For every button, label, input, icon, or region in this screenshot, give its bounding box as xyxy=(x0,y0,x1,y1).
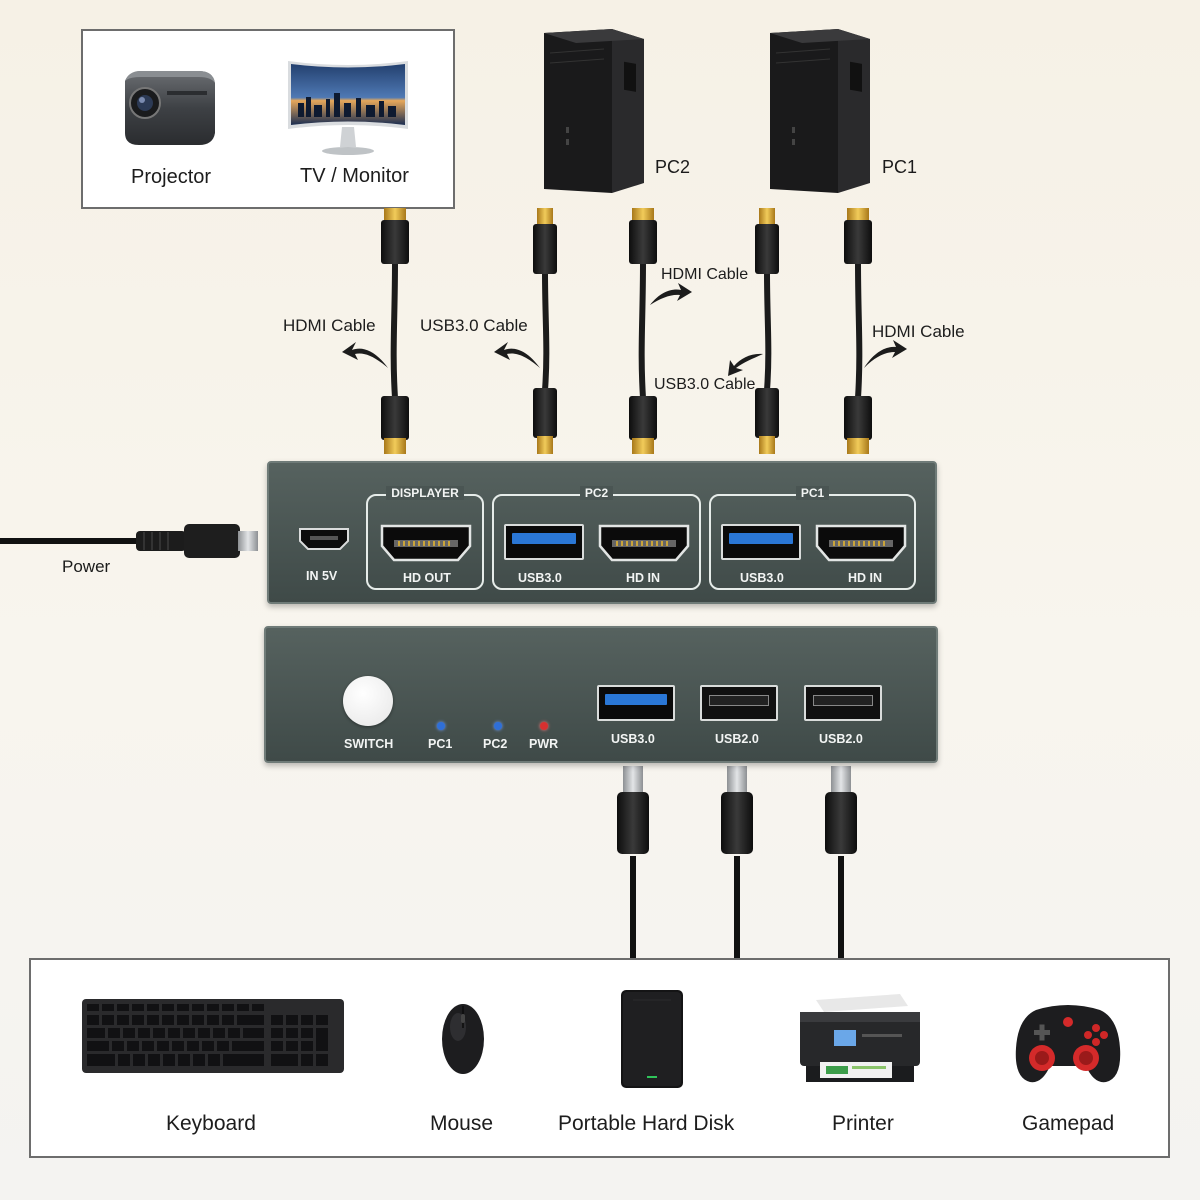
hdmi-out-port xyxy=(380,524,472,562)
usb-cable-middle-label: USB3.0 Cable xyxy=(654,376,756,393)
pc2-group-label: PC2 xyxy=(579,486,614,500)
front-port1-label: USB3.0 xyxy=(611,732,655,746)
front-usb-cables xyxy=(617,766,857,958)
mouse-icon xyxy=(442,1004,484,1074)
usb-cable-middle xyxy=(755,208,779,454)
front-port3-label: USB2.0 xyxy=(819,732,863,746)
disk-label: Portable Hard Disk xyxy=(558,1112,735,1135)
front-usb3-port xyxy=(597,685,675,721)
projector-icon xyxy=(125,71,215,145)
projector-label: Projector xyxy=(131,166,212,188)
power-cable xyxy=(0,524,258,558)
keyboard-icon xyxy=(82,999,344,1073)
usb-cable-left xyxy=(533,208,557,454)
front-usb2-port-1 xyxy=(700,685,778,721)
hd-out-label: HD OUT xyxy=(403,571,451,585)
pc1-led xyxy=(437,722,445,730)
pc1-hdin-label: HD IN xyxy=(848,571,883,585)
pc1-group-label: PC1 xyxy=(795,486,830,500)
gamepad-icon xyxy=(1015,1005,1121,1083)
hdmi-cable-right xyxy=(844,208,872,454)
displayer-group: DISPLAYER HD OUT xyxy=(366,486,484,590)
pc1-label: PC1 xyxy=(882,157,918,177)
kvm-back-panel: IN 5V DISPLAYER HD OUT PC2 USB3.0 HD IN … xyxy=(267,461,937,604)
pc2-led-label: PC2 xyxy=(483,737,508,751)
pc1-port-group: PC1 USB3.0 HD IN xyxy=(709,486,916,590)
peripherals-box: Keyboard Mouse Portable Hard Disk Printe… xyxy=(29,958,1170,1158)
front-usb2-port-2 xyxy=(804,685,882,721)
displayer-group-label: DISPLAYER xyxy=(386,486,464,500)
hdmi-cable-left xyxy=(381,208,409,454)
mouse-label: Mouse xyxy=(430,1112,494,1135)
hdmi-cable-middle-label: HDMI Cable xyxy=(661,266,749,283)
hdmi-cable-left-label: HDMI Cable xyxy=(283,316,376,335)
pc1-tower-icon xyxy=(770,29,870,193)
pwr-led xyxy=(540,722,548,730)
monitor-label: TV / Monitor xyxy=(300,165,409,187)
kvm-front-panel: SWITCH PC1 PC2 PWR USB3.0 USB2.0 USB2.0 xyxy=(264,626,938,763)
pc1-usb3-port xyxy=(721,524,801,560)
pc2-label: PC2 xyxy=(655,157,691,177)
pc1-led-label: PC1 xyxy=(428,737,453,751)
printer-icon xyxy=(800,994,920,1082)
usb-cable-left-label: USB3.0 Cable xyxy=(420,316,528,335)
in5v-label: IN 5V xyxy=(306,569,338,583)
printer-label: Printer xyxy=(832,1112,894,1135)
pc2-led xyxy=(494,722,502,730)
pc2-port-group: PC2 USB3.0 HD IN xyxy=(492,486,701,590)
pwr-led-label: PWR xyxy=(529,737,559,751)
pc2-usb3-port xyxy=(504,524,584,560)
pc1-hdmi-in-port xyxy=(815,524,907,562)
monitor-icon xyxy=(288,61,408,155)
pc2-hdmi-in-port xyxy=(598,524,690,562)
micro-usb-port xyxy=(299,528,349,550)
power-label: Power xyxy=(62,557,111,576)
hdmi-cable-middle xyxy=(629,208,657,454)
hdmi-cable-right-label: HDMI Cable xyxy=(872,322,965,341)
switch-button[interactable] xyxy=(343,676,393,726)
pc1-usb-label: USB3.0 xyxy=(740,571,784,585)
switch-label: SWITCH xyxy=(344,737,394,751)
front-port2-label: USB2.0 xyxy=(715,732,759,746)
pc2-tower-icon xyxy=(544,29,644,193)
gamepad-label: Gamepad xyxy=(1022,1112,1115,1135)
output-devices-box: Projector TV / Monitor xyxy=(81,29,455,209)
cable-arrows xyxy=(342,283,907,376)
pc2-hdin-label: HD IN xyxy=(626,571,661,585)
hard-disk-icon xyxy=(621,990,683,1088)
keyboard-label: Keyboard xyxy=(166,1112,256,1135)
pc2-usb-label: USB3.0 xyxy=(518,571,562,585)
